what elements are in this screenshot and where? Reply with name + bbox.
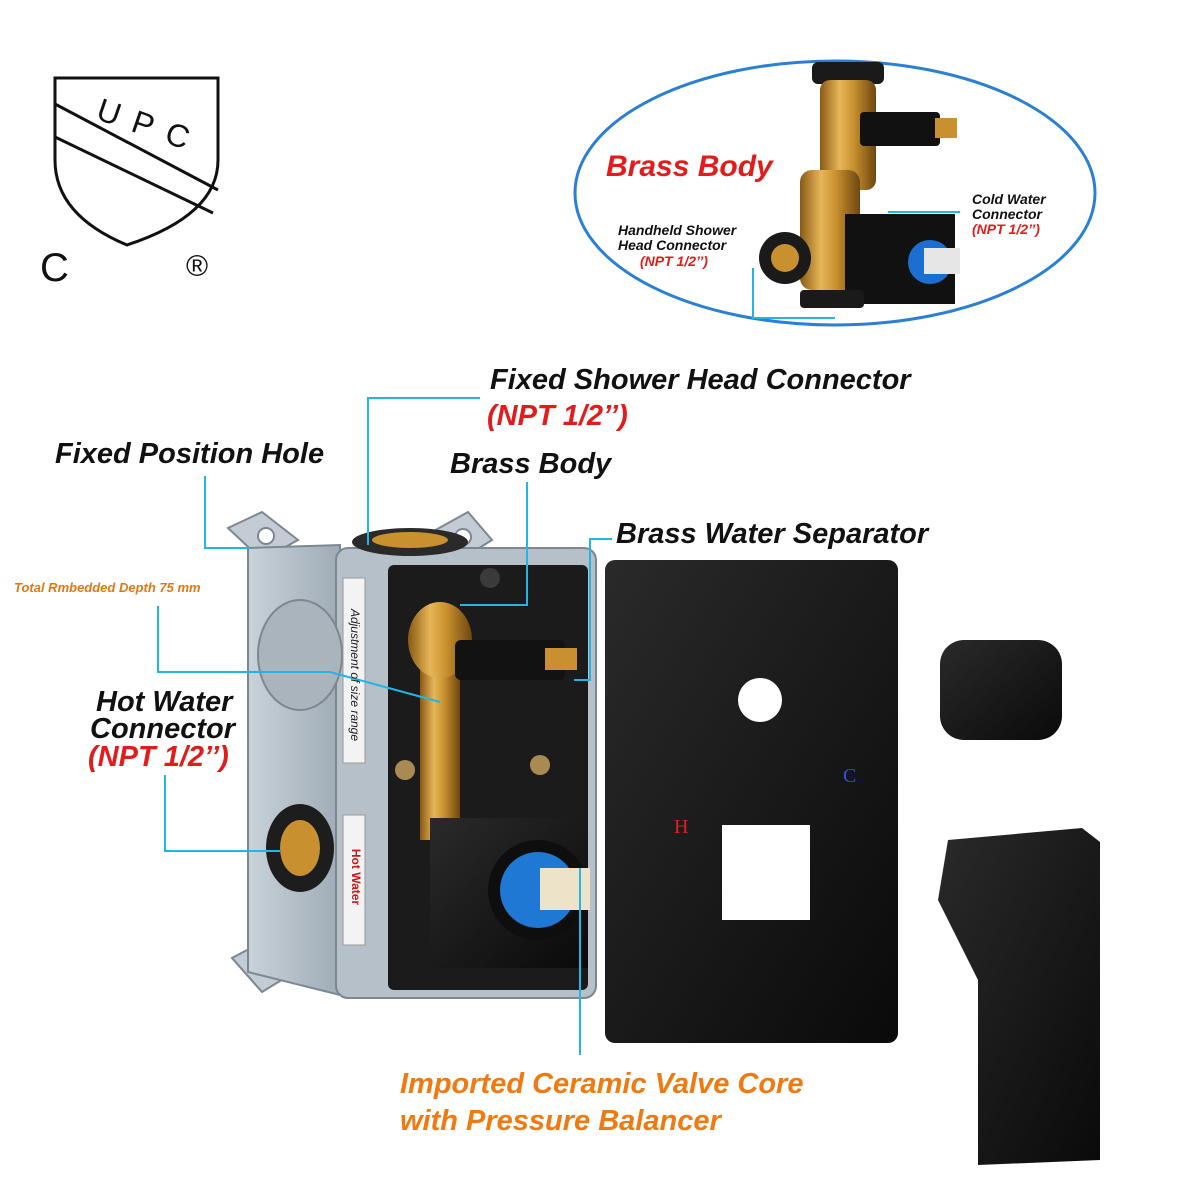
plate-cold-mark: C bbox=[843, 765, 857, 787]
handle-knob bbox=[940, 640, 1062, 740]
adjustment-sticker-text: Adjustment of size range bbox=[348, 608, 362, 742]
fixed-shower-head-label: Fixed Shower Head Connector bbox=[490, 364, 911, 396]
embedded-depth-note: Total Rmbedded Depth 75 mm bbox=[14, 580, 201, 595]
inset-handheld-spec: (NPT 1/2’’) bbox=[640, 253, 708, 269]
cover-plate bbox=[605, 560, 898, 1043]
hot-water-sticker-text: Hot Water bbox=[349, 848, 363, 906]
registered-icon: ® bbox=[186, 250, 209, 283]
hot-water-spec: (NPT 1/2’’) bbox=[88, 741, 229, 773]
fixed-shower-head-spec: (NPT 1/2’’) bbox=[487, 400, 628, 432]
mixing-box-housing bbox=[226, 510, 597, 999]
inset-cold-label: Cold Water bbox=[972, 191, 1046, 207]
inset-cold-spec: (NPT 1/2’’) bbox=[972, 221, 1040, 237]
valve-core-label: Imported Ceramic Valve Core bbox=[400, 1068, 804, 1100]
inset-handheld-label: Handheld Shower bbox=[618, 222, 737, 238]
callout-leader-lines bbox=[157, 397, 612, 1055]
plate-hot-mark: H bbox=[674, 816, 689, 838]
upc-c-letter: C bbox=[40, 246, 69, 290]
upc-shield-icon bbox=[53, 76, 220, 247]
valve-core-label-2: with Pressure Balancer bbox=[400, 1105, 721, 1137]
inset-cold-label-2: Connector bbox=[972, 206, 1042, 222]
fixed-position-hole-label: Fixed Position Hole bbox=[55, 438, 325, 470]
hot-water-label: Hot Water bbox=[96, 686, 233, 718]
hot-water-label-2: Connector bbox=[90, 713, 235, 745]
brass-water-separator-label: Brass Water Separator bbox=[616, 518, 929, 550]
brass-body-label: Brass Body bbox=[450, 448, 612, 480]
inset-leader-lines bbox=[752, 211, 960, 319]
inset-brass-valve-icon bbox=[759, 62, 960, 308]
inset-title: Brass Body bbox=[606, 150, 773, 183]
inset-handheld-label-2: Head Connector bbox=[618, 237, 727, 253]
lever-handle bbox=[938, 828, 1100, 1165]
